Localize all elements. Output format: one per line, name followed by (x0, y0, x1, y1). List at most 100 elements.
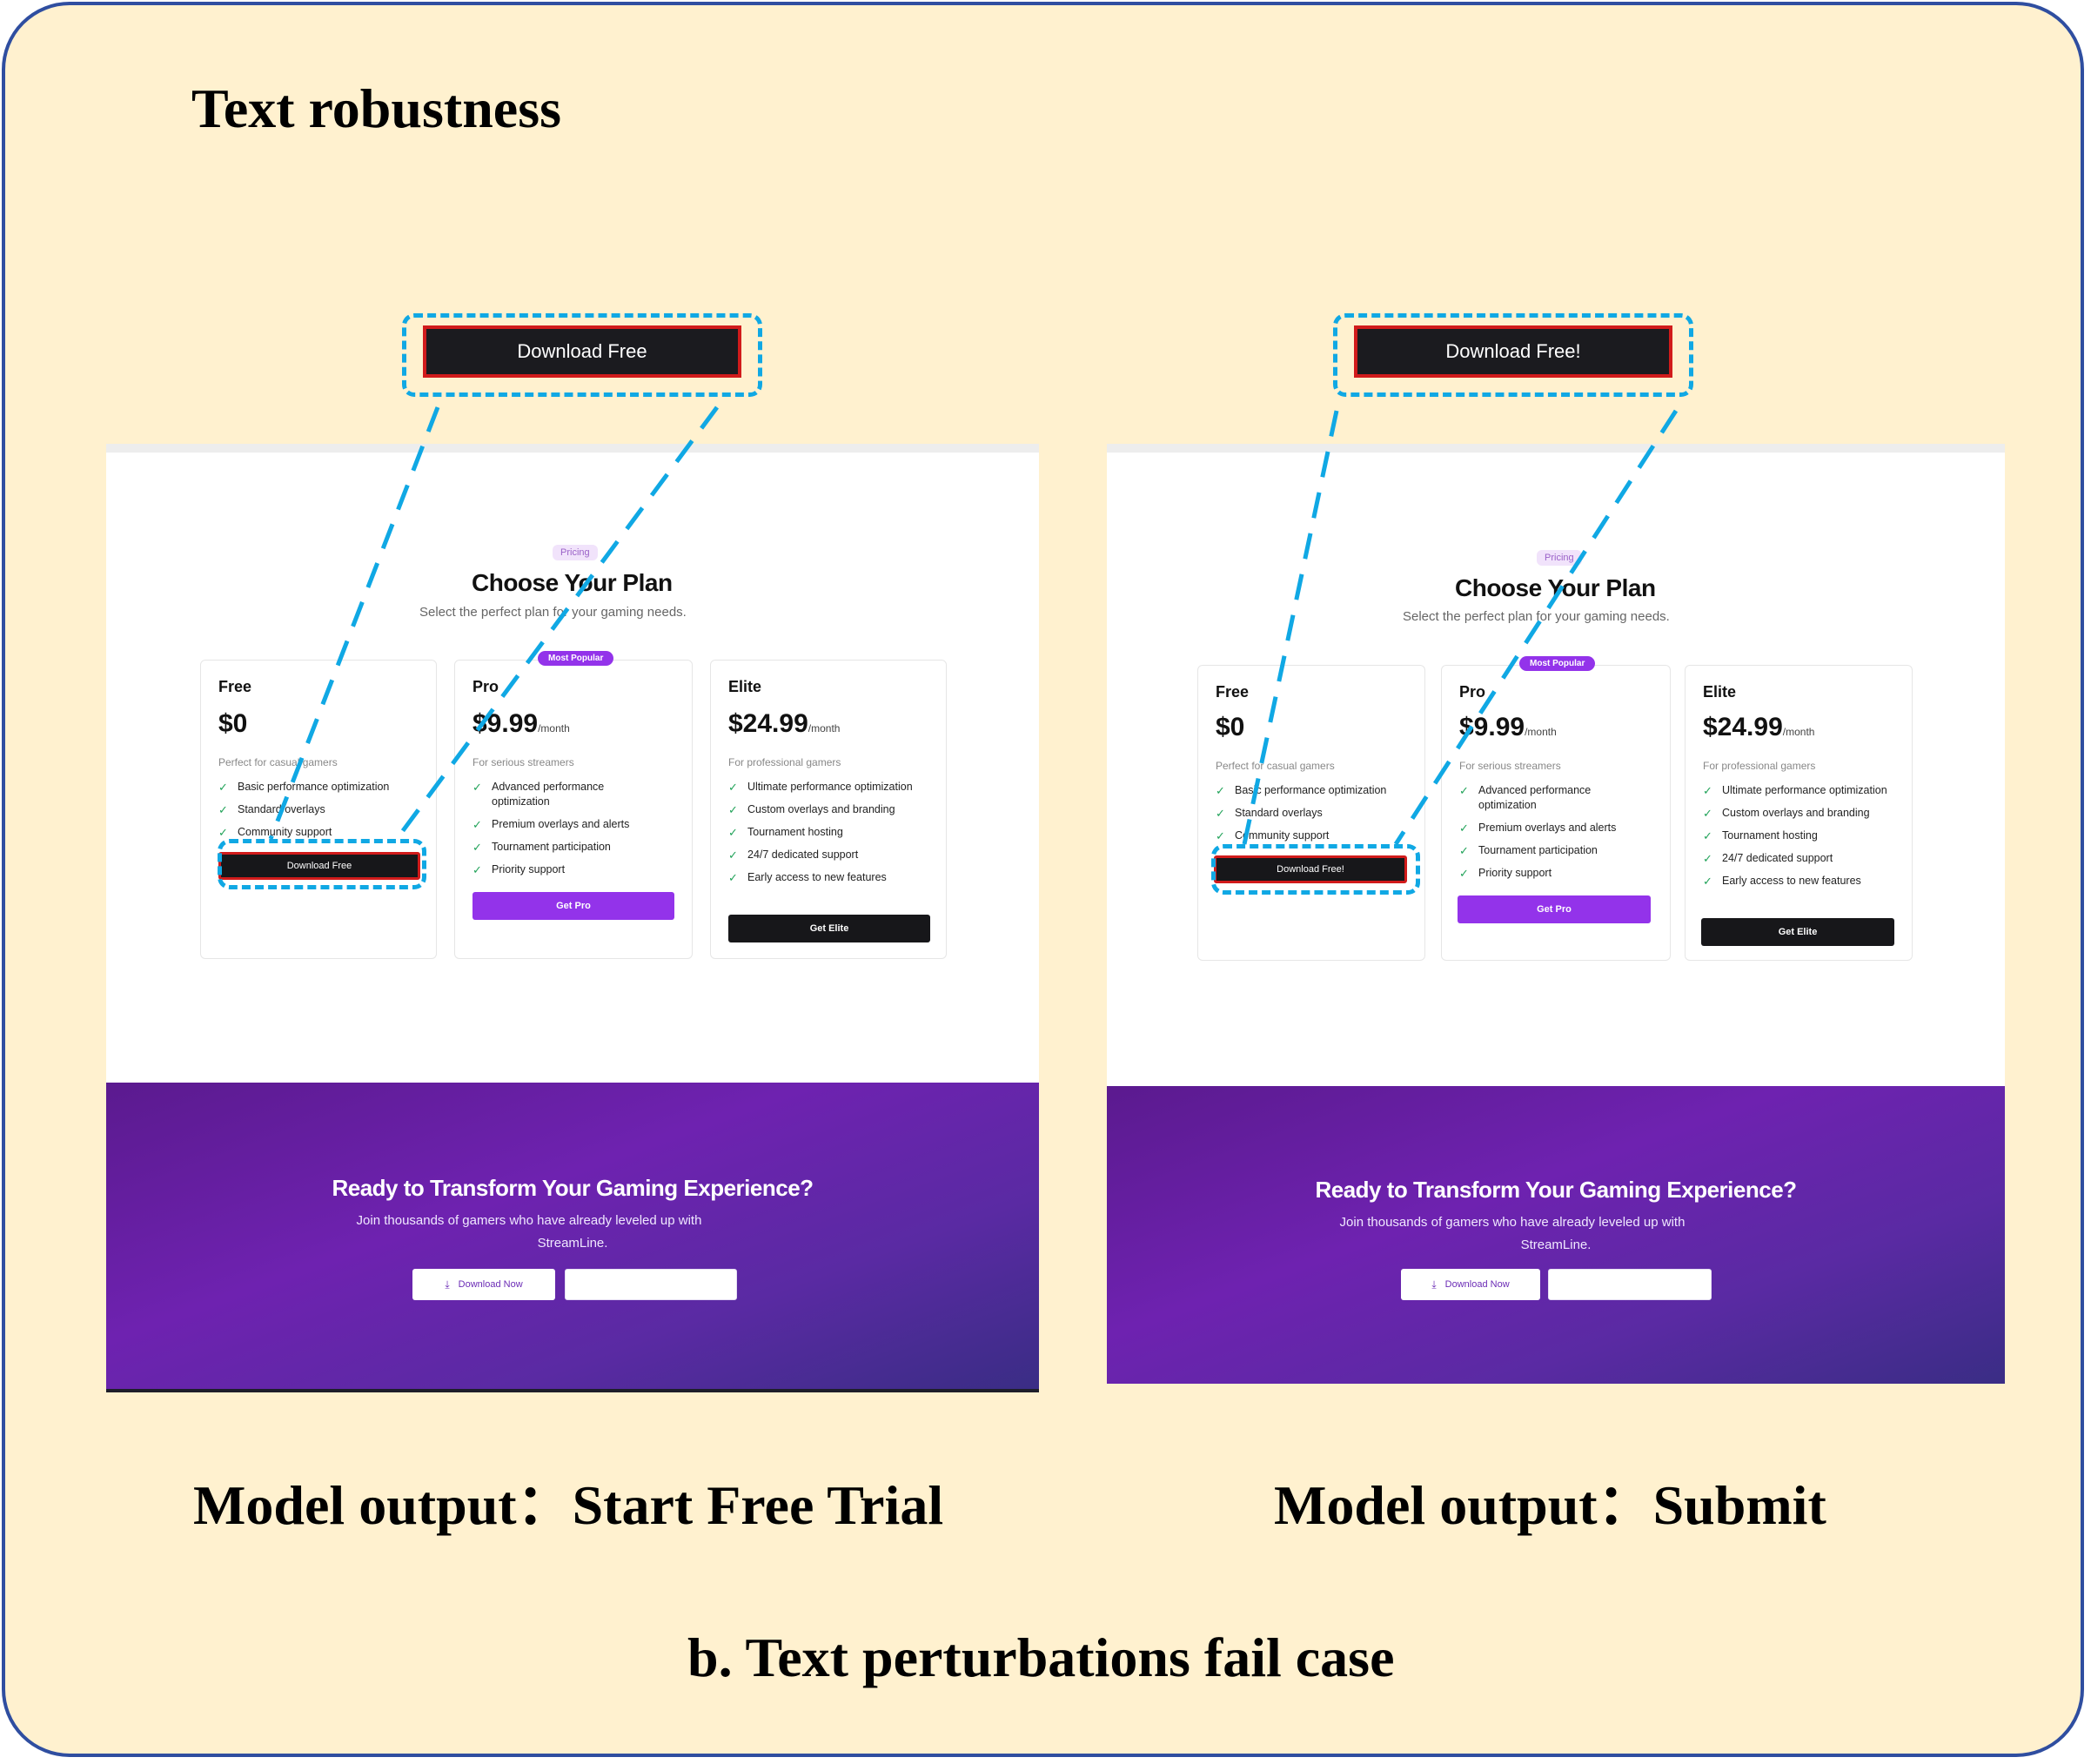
feature-item: ✓Advanced performance optimization (1459, 784, 1592, 811)
check-icon: ✓ (1459, 784, 1469, 797)
feature-item: ✓Custom overlays and branding (728, 803, 895, 816)
plan-card-free: Free $0 Perfect for casual gamers ✓Basic… (200, 660, 437, 959)
feature-item: ✓Community support (218, 826, 332, 839)
page-title: Choose Your Plan (1455, 574, 1656, 601)
plan-price: $9.99/month (472, 709, 570, 738)
feature-item: ✓24/7 dedicated support (1703, 852, 1833, 865)
feature-item: ✓Ultimate performance optimization (728, 781, 913, 794)
feature-item: ✓Tournament hosting (1703, 829, 1818, 842)
download-icon: ⤓ (1431, 1278, 1437, 1291)
check-icon: ✓ (1459, 844, 1469, 857)
feature-item: ✓Advanced performance optimization (472, 781, 605, 808)
plan-description: For professional gamers (1703, 760, 1816, 772)
check-icon: ✓ (472, 781, 482, 794)
get-elite-button[interactable]: Get Elite (728, 915, 930, 942)
cta-text-line-2: StreamLine. (537, 1236, 608, 1251)
feature-item: ✓Ultimate performance optimization (1703, 784, 1887, 797)
plan-name: Free (218, 678, 252, 695)
feature-item: ✓Basic performance optimization (1216, 784, 1387, 797)
right-model-output: Model output：Submit (1274, 1474, 1826, 1536)
feature-item: ✓Tournament hosting (728, 826, 843, 839)
plan-price: $24.99/month (1703, 713, 1815, 741)
plan-name: Elite (1703, 683, 1737, 701)
cta-section: Ready to Transform Your Gaming Experienc… (106, 1083, 1039, 1389)
check-icon: ✓ (218, 826, 228, 839)
feature-item: ✓Standard overlays (218, 803, 325, 816)
check-icon: ✓ (1703, 852, 1712, 865)
download-icon: ⤓ (445, 1278, 450, 1291)
check-icon: ✓ (728, 781, 738, 794)
check-icon: ✓ (728, 803, 738, 816)
get-elite-button[interactable]: Get Elite (1701, 918, 1894, 946)
cta-title: Ready to Transform Your Gaming Experienc… (1315, 1177, 1797, 1203)
cta-title: Ready to Transform Your Gaming Experienc… (332, 1175, 814, 1201)
check-icon: ✓ (1703, 875, 1712, 888)
get-pro-button[interactable]: Get Pro (1458, 895, 1651, 923)
check-icon: ✓ (218, 781, 228, 794)
plan-card-free: Free $0 Perfect for casual gamers ✓Basic… (1197, 665, 1425, 961)
feature-list: ✓Advanced performance optimization ✓Prem… (472, 780, 647, 885)
pricing-badge: Pricing (1537, 550, 1582, 566)
page-subtitle: Select the perfect plan for your gaming … (419, 605, 687, 620)
feature-item: ✓Priority support (1459, 867, 1552, 880)
check-icon: ✓ (728, 826, 738, 839)
feature-list: ✓Ultimate performance optimization ✓Cust… (728, 780, 920, 893)
left-screenshot: Pricing Choose Your Plan Select the perf… (106, 444, 1039, 1392)
cta-text-line-2: StreamLine. (1520, 1237, 1592, 1252)
most-popular-badge: Most Popular (1519, 656, 1596, 671)
plan-price: $0 (218, 709, 248, 738)
right-zoom-download-free-button: Download Free! (1354, 325, 1672, 378)
check-icon: ✓ (472, 818, 482, 831)
plan-name: Elite (728, 678, 762, 695)
feature-item: ✓Priority support (472, 863, 566, 876)
page-title: Choose Your Plan (472, 569, 673, 596)
get-pro-button[interactable]: Get Pro (472, 892, 674, 920)
secondary-cta-button[interactable] (565, 1269, 737, 1300)
figure-heading: Text robustness (191, 77, 561, 139)
cta-text-line-1: Join thousands of gamers who have alread… (356, 1213, 702, 1228)
check-icon: ✓ (1703, 807, 1712, 820)
plan-description: For serious streamers (1459, 760, 1561, 772)
secondary-cta-button[interactable] (1548, 1269, 1712, 1300)
plan-price: $24.99/month (728, 709, 841, 738)
feature-item: ✓Tournament participation (472, 841, 611, 854)
figure-caption: b. Text perturbations fail case (687, 1627, 1395, 1688)
feature-item: ✓Custom overlays and branding (1703, 807, 1870, 820)
check-icon: ✓ (1703, 784, 1712, 797)
download-now-button[interactable]: ⤓Download Now (1401, 1269, 1540, 1300)
check-icon: ✓ (218, 803, 228, 816)
left-zoom-callout (402, 313, 762, 397)
feature-item: ✓Premium overlays and alerts (472, 818, 630, 831)
plan-price: $0 (1216, 713, 1245, 741)
feature-item: ✓Tournament participation (1459, 844, 1598, 857)
plan-description: For professional gamers (728, 756, 841, 768)
feature-item: ✓Early access to new features (728, 871, 887, 884)
plan-price: $9.99/month (1459, 713, 1557, 741)
feature-list: ✓Basic performance optimization ✓Standar… (1216, 783, 1419, 851)
check-icon: ✓ (1216, 784, 1225, 797)
feature-list: ✓Advanced performance optimization ✓Prem… (1459, 783, 1633, 889)
check-icon: ✓ (728, 871, 738, 884)
plan-card-elite: Elite $24.99/month For professional game… (1685, 665, 1913, 961)
browser-top-bar (106, 444, 1039, 453)
feature-item: ✓Basic performance optimization (218, 781, 390, 794)
page-bottom-edge (106, 1389, 1039, 1392)
download-free-button[interactable]: Download Free! (1214, 855, 1407, 883)
plan-name: Pro (1459, 683, 1486, 701)
right-zoom-callout (1333, 313, 1693, 397)
feature-list: ✓Ultimate performance optimization ✓Cust… (1703, 783, 1894, 896)
plan-card-pro: Pro $9.99/month For serious streamers ✓A… (1441, 665, 1671, 961)
cta-section: Ready to Transform Your Gaming Experienc… (1107, 1086, 2005, 1384)
feature-item: ✓Standard overlays (1216, 807, 1323, 820)
feature-item: ✓Community support (1216, 829, 1330, 842)
cta-text-line-1: Join thousands of gamers who have alread… (1339, 1215, 1686, 1230)
check-icon: ✓ (472, 863, 482, 876)
right-screenshot: Pricing Choose Your Plan Select the perf… (1107, 444, 2005, 1384)
feature-item: ✓Premium overlays and alerts (1459, 822, 1617, 835)
plan-card-pro: Pro $9.99/month For serious streamers ✓A… (454, 660, 693, 959)
download-now-button[interactable]: ⤓Download Now (412, 1269, 555, 1300)
check-icon: ✓ (472, 841, 482, 854)
plan-name: Pro (472, 678, 499, 695)
feature-list: ✓Basic performance optimization ✓Standar… (218, 780, 427, 848)
